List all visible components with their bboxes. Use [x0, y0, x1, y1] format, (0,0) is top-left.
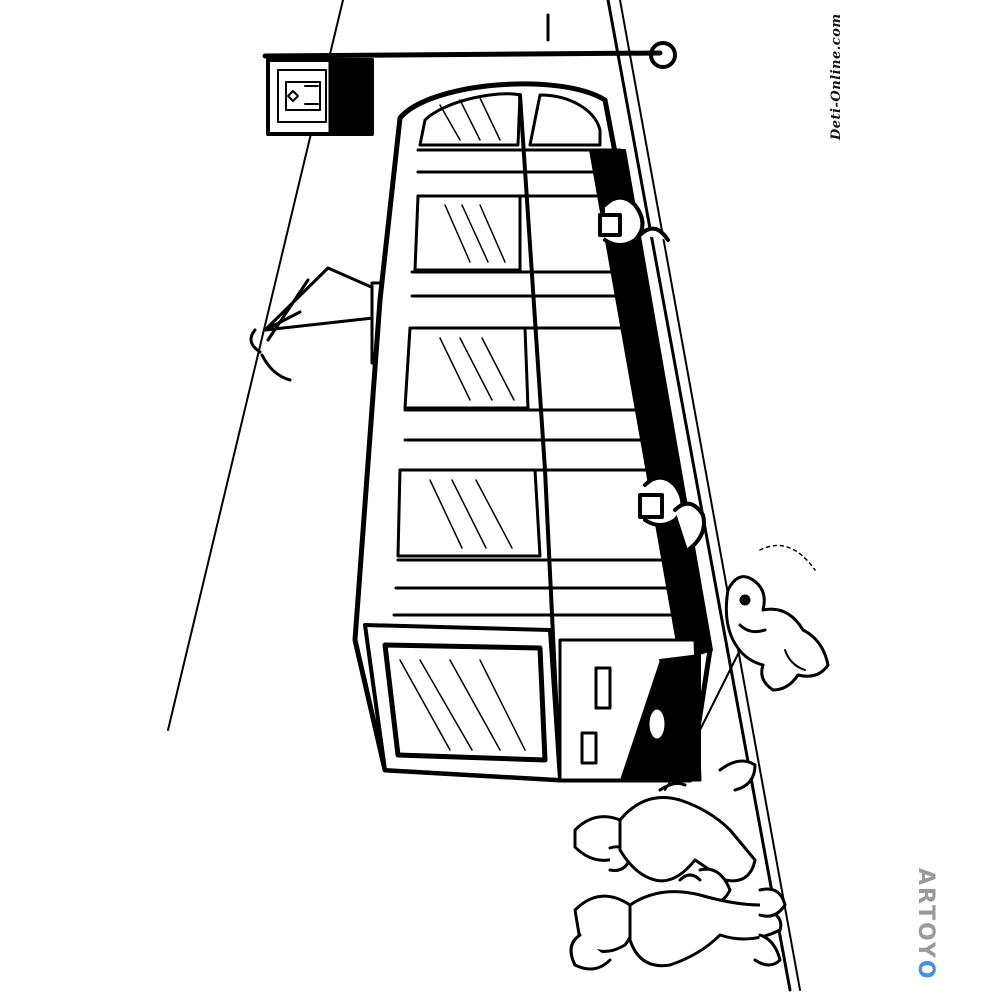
pantograph — [249, 266, 386, 382]
leash — [664, 649, 741, 791]
brand-watermark: ARTOYO — [912, 868, 938, 984]
brand-watermark-main: ARTOY — [913, 868, 938, 960]
brand-watermark-tail: O — [913, 959, 938, 981]
tram-stop-sign-icon — [262, 41, 677, 136]
boy-illustration — [573, 759, 757, 905]
tram-illustration — [352, 81, 713, 783]
site-watermark: Deti-Online.com — [829, 13, 844, 140]
girl-illustration — [569, 873, 787, 971]
dog-illustration — [724, 544, 830, 692]
